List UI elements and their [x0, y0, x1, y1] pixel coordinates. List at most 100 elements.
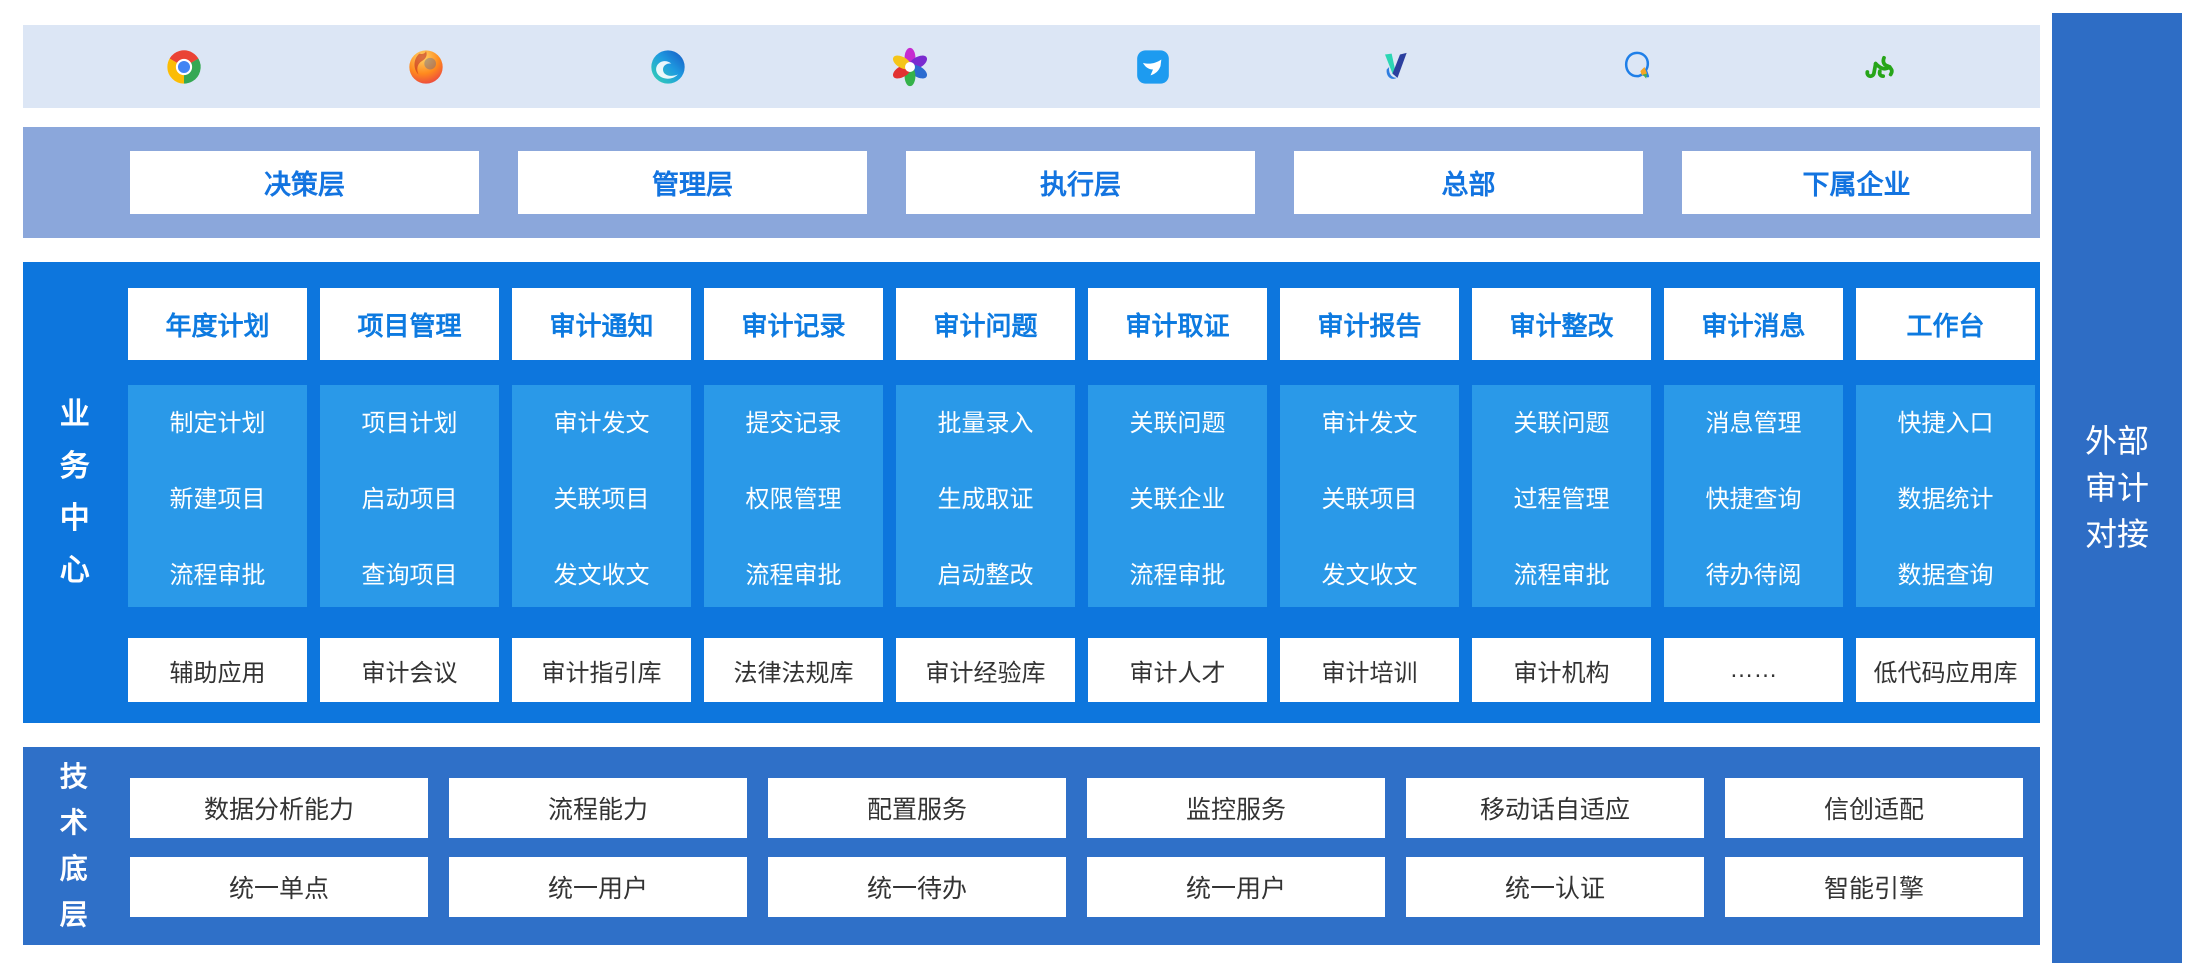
- org-layer-band: 决策层 管理层 执行层 总部 下属企业: [23, 127, 2040, 238]
- green-app-icon: [1758, 47, 2000, 87]
- column-item: 新建项目: [169, 485, 266, 513]
- column-items: 提交记录 权限管理 流程审批: [704, 385, 883, 607]
- column-header: 审计问题: [896, 288, 1075, 360]
- tech-capability: 配置服务: [768, 778, 1066, 838]
- tech-row-capabilities: 数据分析能力 流程能力 配置服务 监控服务 移动话自适应 信创适配: [130, 778, 2040, 838]
- v-app-icon: [1274, 47, 1516, 87]
- column-items: 关联问题 关联企业 流程审批: [1088, 385, 1267, 607]
- business-center-label: 业务中心: [59, 397, 90, 587]
- column-item: 数据查询: [1897, 561, 1994, 589]
- column-items: 审计发文 关联项目 发文收文: [1280, 385, 1459, 607]
- column-audit-notice: 审计通知 审计发文 关联项目 发文收文: [512, 288, 691, 607]
- column-audit-message: 审计消息 消息管理 快捷查询 待办待阅: [1664, 288, 1843, 607]
- tech-capability: 统一用户: [449, 857, 747, 917]
- business-center-section: 业务中心 年度计划 制定计划 新建项目 流程审批 项目管理 项目计划 启动项目 …: [23, 262, 2040, 723]
- column-item: 批量录入: [937, 409, 1034, 437]
- aux-app: 审计会议: [320, 638, 499, 702]
- column-items: 项目计划 启动项目 查询项目: [320, 385, 499, 607]
- column-items: 制定计划 新建项目 流程审批: [128, 385, 307, 607]
- aux-app: 审计人才: [1088, 638, 1267, 702]
- tech-capability: 数据分析能力: [130, 778, 428, 838]
- tech-base-label: 技术底层: [59, 761, 88, 930]
- column-items: 批量录入 生成取证 启动整改: [896, 385, 1075, 607]
- column-items: 关联问题 过程管理 流程审批: [1472, 385, 1651, 607]
- column-header: 审计报告: [1280, 288, 1459, 360]
- column-item: 流程审批: [1129, 561, 1226, 589]
- column-item: 发文收文: [1321, 561, 1418, 589]
- tech-capability: 统一用户: [1087, 857, 1385, 917]
- column-project-management: 项目管理 项目计划 启动项目 查询项目: [320, 288, 499, 607]
- column-item: 启动整改: [937, 561, 1034, 589]
- column-item: 关联问题: [1513, 409, 1610, 437]
- pinwheel-browser-icon: [789, 47, 1031, 87]
- tech-capability: 统一单点: [130, 857, 428, 917]
- column-item: 启动项目: [361, 485, 458, 513]
- column-audit-issue: 审计问题 批量录入 生成取证 启动整改: [896, 288, 1075, 607]
- column-item: 审计发文: [553, 409, 650, 437]
- aux-apps-row: 辅助应用 审计会议 审计指引库 法律法规库 审计经验库 审计人才 审计培训 审计…: [128, 638, 2040, 702]
- tech-capability: 流程能力: [449, 778, 747, 838]
- tech-capability: 统一待办: [768, 857, 1066, 917]
- tech-capability: 监控服务: [1087, 778, 1385, 838]
- column-item: 消息管理: [1705, 409, 1802, 437]
- external-audit-bar: 外部审计对接: [2052, 13, 2182, 963]
- column-item: 快捷入口: [1897, 409, 1994, 437]
- column-item: 关联项目: [1321, 485, 1418, 513]
- column-header: 审计取证: [1088, 288, 1267, 360]
- aux-app: 审计指引库: [512, 638, 691, 702]
- business-columns: 年度计划 制定计划 新建项目 流程审批 项目管理 项目计划 启动项目 查询项目 …: [128, 288, 2040, 607]
- column-items: 快捷入口 数据统计 数据查询: [1856, 385, 2035, 607]
- column-audit-report: 审计报告 审计发文 关联项目 发文收文: [1280, 288, 1459, 607]
- column-workbench: 工作台 快捷入口 数据统计 数据查询: [1856, 288, 2035, 607]
- column-item: 关联企业: [1129, 485, 1226, 513]
- column-header: 审计消息: [1664, 288, 1843, 360]
- column-audit-evidence: 审计取证 关联问题 关联企业 流程审批: [1088, 288, 1267, 607]
- column-header: 工作台: [1856, 288, 2035, 360]
- chrome-icon: [63, 47, 305, 87]
- org-layer-subsidiaries: 下属企业: [1682, 151, 2031, 214]
- aux-app: 法律法规库: [704, 638, 883, 702]
- column-item: 数据统计: [1897, 485, 1994, 513]
- column-item: 查询项目: [361, 561, 458, 589]
- tech-capability: 信创适配: [1725, 778, 2023, 838]
- column-item: 待办待阅: [1705, 561, 1802, 589]
- org-layer-management: 管理层: [518, 151, 867, 214]
- column-audit-rectification: 审计整改 关联问题 过程管理 流程审批: [1472, 288, 1651, 607]
- edge-icon: [547, 47, 789, 87]
- column-items: 审计发文 关联项目 发文收文: [512, 385, 691, 607]
- column-item: 权限管理: [745, 485, 842, 513]
- qq-chat-icon: [1516, 47, 1758, 87]
- aux-app: 低代码应用库: [1856, 638, 2035, 702]
- column-item: 关联问题: [1129, 409, 1226, 437]
- aux-app: 审计机构: [1472, 638, 1651, 702]
- firefox-icon: [305, 47, 547, 87]
- column-annual-plan: 年度计划 制定计划 新建项目 流程审批: [128, 288, 307, 607]
- tech-capability: 智能引擎: [1725, 857, 2023, 917]
- diagram-main-column: 决策层 管理层 执行层 总部 下属企业 业务中心 年度计划 制定计划 新建项目 …: [23, 25, 2040, 945]
- aux-app: 辅助应用: [128, 638, 307, 702]
- column-item: 审计发文: [1321, 409, 1418, 437]
- column-audit-record: 审计记录 提交记录 权限管理 流程审批: [704, 288, 883, 607]
- column-item: 流程审批: [745, 561, 842, 589]
- column-item: 制定计划: [169, 409, 266, 437]
- external-audit-label: 外部审计对接: [2084, 423, 2149, 553]
- tech-row-unified: 统一单点 统一用户 统一待办 统一用户 统一认证 智能引擎: [130, 857, 2040, 917]
- tech-capability: 统一认证: [1406, 857, 1704, 917]
- column-item: 发文收文: [553, 561, 650, 589]
- aux-app: 审计培训: [1280, 638, 1459, 702]
- dingtalk-icon: [1032, 47, 1274, 87]
- column-item: 过程管理: [1513, 485, 1610, 513]
- column-item: 项目计划: [361, 409, 458, 437]
- column-header: 项目管理: [320, 288, 499, 360]
- column-header: 审计记录: [704, 288, 883, 360]
- column-item: 提交记录: [745, 409, 842, 437]
- org-layer-headquarters: 总部: [1294, 151, 1643, 214]
- column-item: 流程审批: [169, 561, 266, 589]
- column-header: 审计整改: [1472, 288, 1651, 360]
- tech-capability: 移动话自适应: [1406, 778, 1704, 838]
- aux-app-ellipsis: ……: [1664, 638, 1843, 702]
- column-item: 关联项目: [553, 485, 650, 513]
- column-item: 快捷查询: [1705, 485, 1802, 513]
- column-header: 审计通知: [512, 288, 691, 360]
- aux-app: 审计经验库: [896, 638, 1075, 702]
